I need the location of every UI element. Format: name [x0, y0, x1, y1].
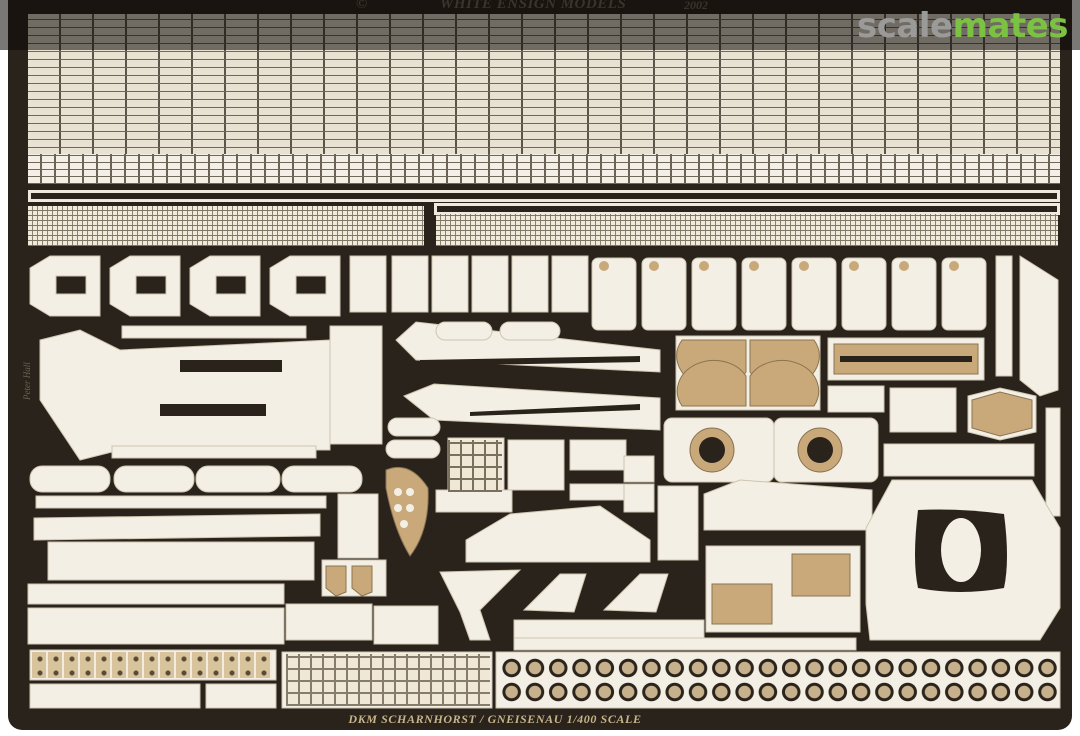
hatch-tile-grid [500, 656, 1058, 704]
grille-plate [448, 440, 502, 492]
manufacturer-name: WHITE ENSIGN MODELS [440, 0, 627, 12]
railing-row-fine [28, 154, 1060, 184]
railing-fine-left [28, 206, 424, 246]
railing-fine-right [436, 214, 1058, 246]
watermark-scale: scale [857, 6, 953, 46]
scalemates-watermark: scalemates [857, 6, 1068, 46]
fret-year: 2002 [684, 0, 708, 12]
railing-bar-2 [434, 203, 1060, 215]
ladder-strip [286, 654, 490, 706]
brass-vent-plates [32, 652, 272, 678]
caption-text: DKM SCHARNHORST / GNEISENAU 1/400 SCALE [348, 712, 642, 726]
side-marking: Peter Hall [22, 362, 32, 400]
copyright-symbol: © [356, 0, 368, 12]
fret-caption: DKM SCHARNHORST / GNEISENAU 1/400 SCALE [0, 712, 1080, 727]
railing-bar-1 [28, 190, 1060, 202]
watermark-mates: mates [952, 6, 1069, 46]
fret-header: © WHITE ENSIGN MODELS 2002 [0, 0, 1080, 14]
top-shade-band [0, 0, 1080, 50]
